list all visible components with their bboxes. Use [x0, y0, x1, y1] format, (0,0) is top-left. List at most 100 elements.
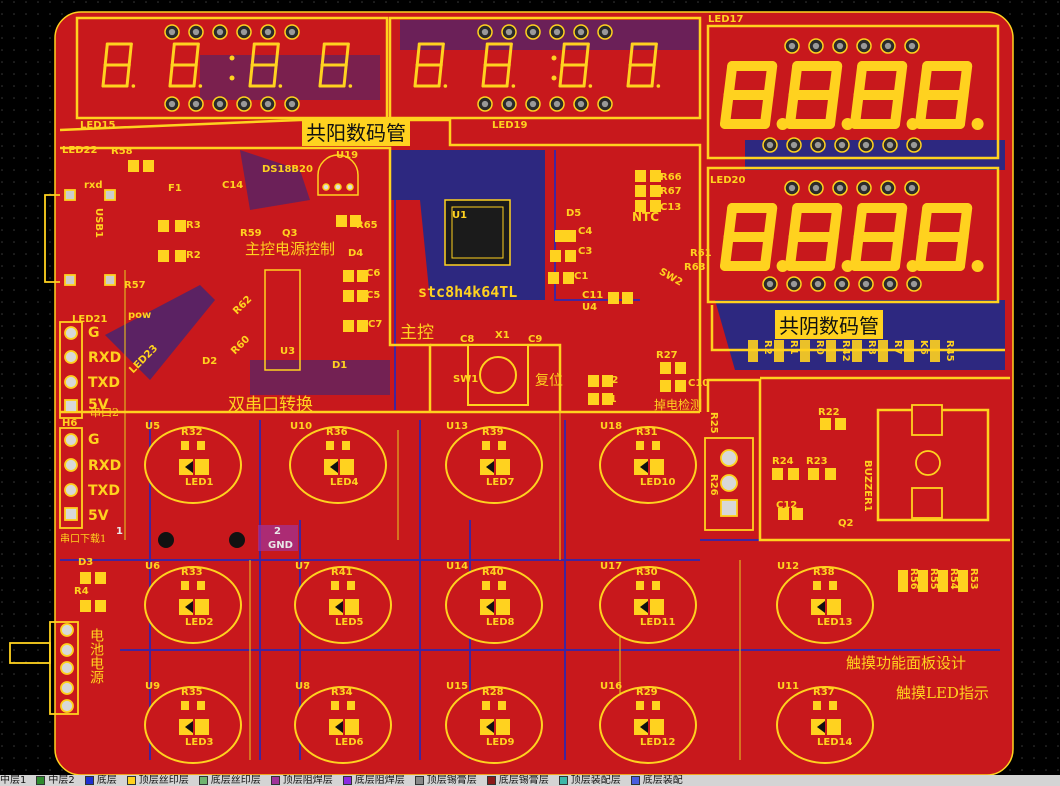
resistor-right-label: R56	[908, 568, 919, 590]
layer-swatch	[414, 776, 424, 785]
touch-r-label: R38	[813, 567, 835, 578]
label-u4: U4	[582, 302, 598, 313]
label-sw1: SW1	[453, 374, 479, 385]
smd-pad	[95, 600, 106, 612]
touch-pad-10[interactable]	[144, 686, 242, 764]
smd-pad	[588, 375, 599, 387]
smd-pad	[602, 375, 613, 387]
layer-tab-2[interactable]: 中层2	[36, 775, 75, 786]
layer-tab-10[interactable]: 顶层装配层	[558, 775, 621, 786]
touch-pad-13[interactable]	[599, 686, 697, 764]
layer-tab-6[interactable]: 顶层阻焊层	[270, 775, 333, 786]
touch-r-label: R40	[482, 567, 504, 578]
digit-anode-a-1	[168, 42, 203, 88]
layer-tab-8[interactable]: 顶层锡膏层	[414, 775, 477, 786]
touch-pad-12[interactable]	[445, 686, 543, 764]
battery-connector[interactable]	[9, 621, 79, 715]
smd-pad	[550, 250, 561, 262]
label-pow: pow	[128, 310, 152, 321]
layer-tab-4[interactable]: 顶层丝印层	[126, 775, 189, 786]
touch-u-label: U5	[145, 421, 161, 432]
layer-label: 底层装配	[642, 775, 683, 786]
touch-pad-3[interactable]	[445, 426, 543, 504]
layer-tab-3[interactable]: 底层	[84, 775, 117, 786]
pad-hole	[766, 141, 774, 149]
label-x1: X1	[495, 330, 510, 341]
label-r63: R63	[684, 262, 706, 273]
smd-pad	[565, 250, 576, 262]
ntc-connector[interactable]	[704, 437, 754, 531]
layer-tab-9[interactable]: 底层锡膏层	[486, 775, 549, 786]
touch-pad-8[interactable]	[599, 566, 697, 644]
touch-pad-2[interactable]	[289, 426, 387, 504]
touch-led-label: LED4	[330, 477, 359, 488]
touch-led-label: LED7	[486, 477, 515, 488]
touch-pad-9[interactable]	[776, 566, 874, 644]
layer-tab-5[interactable]: 底层丝印层	[198, 775, 261, 786]
header-2[interactable]	[59, 427, 83, 529]
resistor-array-label: R45	[944, 340, 955, 362]
layer-swatch	[630, 776, 640, 785]
header2-pin-rxd: RXD	[88, 458, 122, 474]
layer-tab-bar[interactable]: 中层1 中层2 底层顶层丝印层底层丝印层顶层阻焊层底层阻焊层顶层锡膏层 底层锡膏层顶层…	[0, 775, 1060, 786]
label-c10: C10	[688, 378, 710, 389]
header2-pin-g: G	[88, 432, 100, 448]
label-d2: D2	[202, 356, 218, 367]
smd-pad	[608, 292, 619, 304]
smd-pad	[938, 570, 948, 592]
header1-pin-rxd: RXD	[88, 350, 122, 366]
smd-pad	[350, 215, 361, 227]
touch-pad-6[interactable]	[294, 566, 392, 644]
pad-hole	[240, 100, 248, 108]
pad-hole	[766, 280, 774, 288]
label-led22: LED22	[62, 145, 98, 156]
pad-hole	[908, 184, 916, 192]
usb-connector	[44, 189, 116, 286]
bottom-copper	[105, 20, 1005, 395]
touch-pad-11[interactable]	[294, 686, 392, 764]
label-anode-display: 共阳数码管	[302, 117, 410, 146]
pad-hole	[884, 184, 892, 192]
pad-hole	[788, 184, 796, 192]
touch-pad-7[interactable]	[445, 566, 543, 644]
layer-label: 底层锡膏层	[498, 775, 549, 786]
smd-pad	[548, 272, 559, 284]
touch-u-label: U12	[777, 561, 800, 572]
digit-cathode-b-2	[850, 203, 919, 272]
touch-u-label: U13	[446, 421, 469, 432]
smd-pad	[336, 215, 347, 227]
label-r67: R67	[660, 186, 682, 197]
smd-pad	[778, 508, 789, 520]
layer-label: 中层2	[48, 775, 75, 786]
digit-cathode-b-3	[915, 203, 984, 272]
touch-pad-4[interactable]	[599, 426, 697, 504]
label-r61: R61	[690, 248, 712, 259]
reset-switch[interactable]	[467, 344, 529, 406]
label-r58: R58	[111, 146, 133, 157]
touch-pads[interactable]	[144, 426, 874, 764]
pad-hole	[836, 42, 844, 50]
pad-hole	[288, 28, 296, 36]
layer-tab-7[interactable]: 底层阻焊层	[342, 775, 405, 786]
buzzer	[911, 404, 943, 519]
label-c14: C14	[222, 180, 244, 191]
touch-pad-14[interactable]	[776, 686, 874, 764]
layer-tab-1[interactable]: 中层1	[0, 775, 26, 786]
touch-pad-5[interactable]	[144, 566, 242, 644]
label-u1: U1	[452, 210, 468, 221]
smd-pad	[158, 250, 169, 262]
layer-swatch	[198, 776, 208, 785]
label-serial2: 串口2	[90, 406, 119, 419]
label-u3: U3	[280, 346, 296, 357]
mcu-chip[interactable]	[444, 199, 511, 266]
touch-r-label: R41	[331, 567, 353, 578]
resistor-right-label: R54	[948, 568, 959, 590]
touch-pad-1[interactable]	[144, 426, 242, 504]
label-u19: U19	[336, 150, 359, 161]
smd-pad	[357, 320, 368, 332]
digit-cathode-a-2	[850, 61, 919, 130]
header-1[interactable]	[59, 321, 83, 419]
layer-tab-11[interactable]: 底层装配	[630, 775, 683, 786]
pad-hole	[288, 100, 296, 108]
